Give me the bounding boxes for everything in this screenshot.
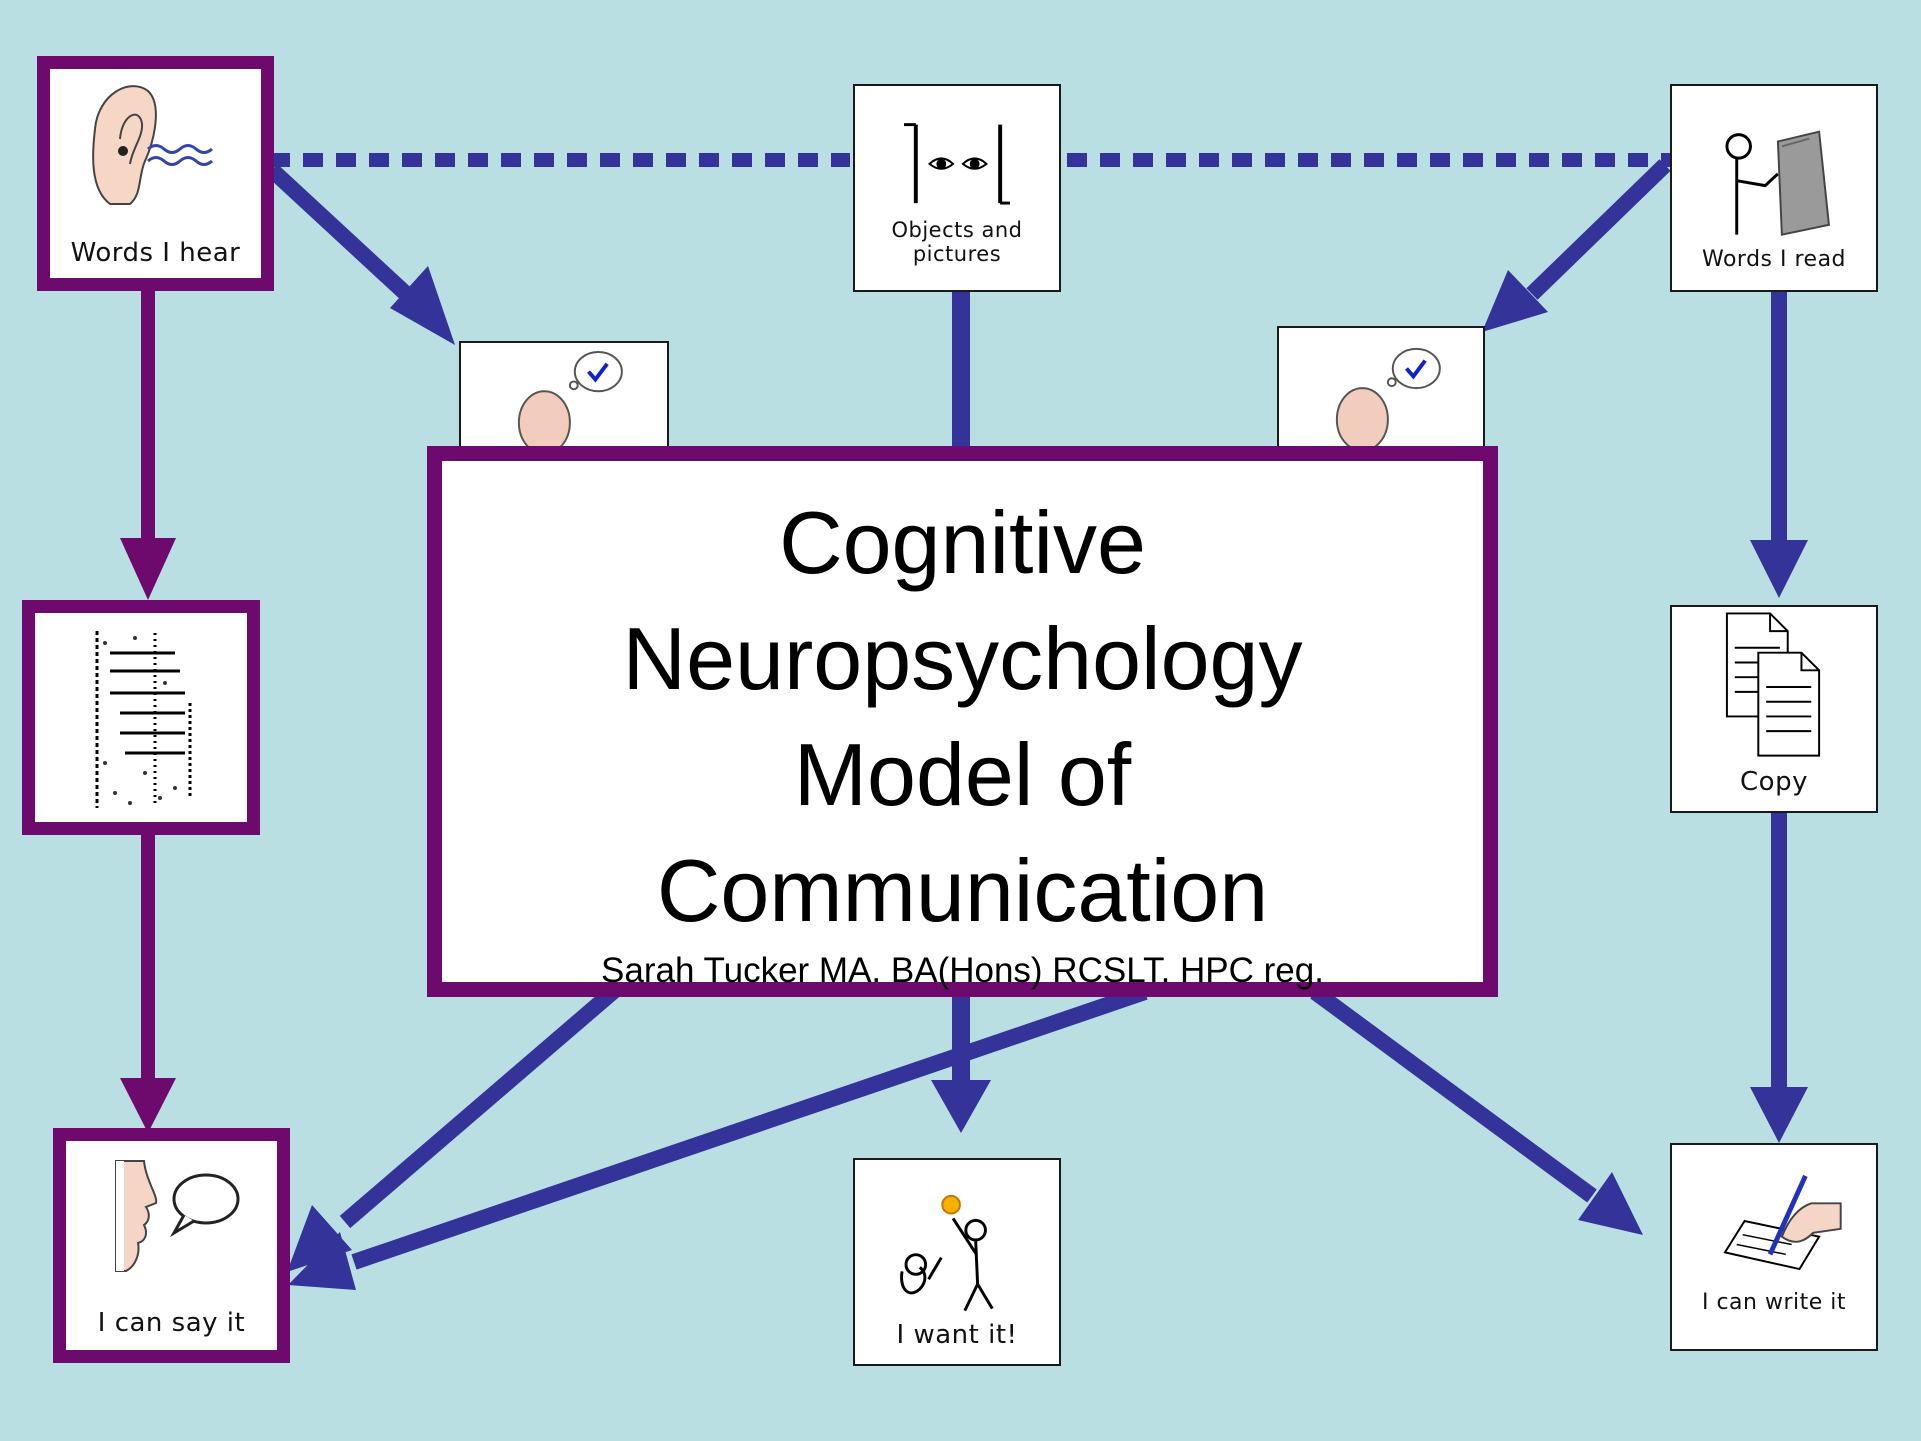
- card-i-can-write-it[interactable]: I can write it: [1670, 1143, 1878, 1351]
- card-label: Objects and pictures: [891, 218, 1023, 266]
- reading-person-icon: [1725, 130, 1830, 236]
- arrow-centre-to-say-2: [288, 984, 1148, 1290]
- card-copy[interactable]: Copy: [1670, 605, 1878, 813]
- writing-hand-icon: [1723, 1174, 1842, 1271]
- card-objects-and-pictures[interactable]: Objects and pictures: [853, 84, 1061, 292]
- card-sound-pattern[interactable]: [22, 600, 260, 835]
- arrow-hear-to-sound: [120, 290, 176, 600]
- arrow-centre-to-write: [1310, 985, 1643, 1235]
- thinking-head-icon: [1335, 347, 1441, 452]
- title-line-3: Model of: [793, 725, 1132, 824]
- card-i-want-it[interactable]: I want it!: [853, 1158, 1061, 1366]
- title-line-1: Cognitive: [779, 493, 1146, 592]
- author-credit: Sarah Tucker MA. BA(Hons) RCSLT. HPC reg…: [601, 951, 1324, 990]
- card-words-i-hear[interactable]: Words I hear: [37, 56, 274, 291]
- arrow-read-to-think: [1482, 159, 1671, 332]
- card-label: I can write it: [1701, 1290, 1847, 1315]
- eyes-icon: [904, 123, 1010, 205]
- card-thinking-left[interactable]: [459, 341, 669, 461]
- card-label: Words I hear: [70, 238, 241, 268]
- card-label: Copy: [1740, 767, 1808, 797]
- sound-pattern-icon: [95, 631, 192, 808]
- card-words-i-read[interactable]: Words I read: [1670, 84, 1878, 292]
- card-thinking-right[interactable]: [1277, 326, 1485, 456]
- card-i-can-say-it[interactable]: I can say it: [53, 1128, 290, 1363]
- title-box: Cognitive Neuropsychology Model of Commu…: [427, 446, 1498, 997]
- arrow-sound-to-say: [120, 832, 176, 1133]
- ear-icon: [92, 85, 213, 205]
- wanting-people-icon: [900, 1194, 994, 1312]
- arrow-hear-to-think: [266, 164, 455, 345]
- speaking-face-icon: [115, 1160, 240, 1272]
- documents-icon: [1725, 612, 1821, 757]
- title-line-4: Communication: [656, 841, 1269, 940]
- arrow-read-to-copy: [1750, 290, 1808, 598]
- card-label: I can say it: [97, 1308, 246, 1338]
- card-label: I want it!: [896, 1320, 1018, 1350]
- arrow-copy-to-write: [1750, 812, 1808, 1143]
- thinking-head-icon: [517, 351, 623, 455]
- title-line-2: Neuropsychology: [622, 609, 1303, 708]
- card-label: Words I read: [1701, 247, 1847, 272]
